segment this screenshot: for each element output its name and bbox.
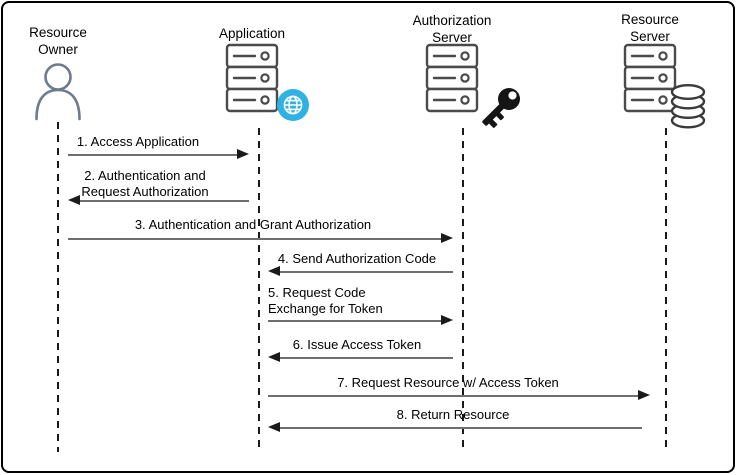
message-label-line: 5. Request Code — [268, 285, 366, 300]
message-arrow-line — [279, 427, 642, 429]
message-label: 3. Authentication and Grant Authorizatio… — [135, 217, 371, 233]
message-label-line: Exchange for Token — [268, 301, 383, 316]
message-arrowhead — [237, 149, 249, 159]
message-arrowhead — [441, 315, 453, 325]
message-label-line: Request Authorization — [81, 184, 209, 199]
message-arrowhead — [68, 195, 80, 205]
message-arrowhead — [268, 352, 280, 362]
message-arrow-line — [68, 154, 238, 156]
message-label-line: 1. Access Application — [76, 134, 200, 149]
message-label: 6. Issue Access Token — [293, 337, 421, 353]
lifeline-resource-owner — [57, 122, 59, 452]
message-label-line: 4. Send Authorization Code — [277, 251, 437, 266]
message-arrow-line — [68, 238, 442, 240]
message-arrow-line — [268, 320, 442, 322]
actor-label-line: Authorization — [412, 13, 492, 28]
actor-label-line: Owner — [38, 42, 78, 57]
message-arrow-line — [268, 395, 639, 397]
actor-label-application: Application — [162, 25, 342, 42]
actor-label-line: Server — [432, 30, 472, 45]
message-arrowhead — [441, 233, 453, 243]
actor-label-line: Resource — [29, 25, 87, 40]
actor-label-line: Application — [218, 26, 286, 41]
message-label: 1. Access Application — [77, 134, 199, 150]
actor-label-line: Server — [630, 29, 670, 44]
message-arrow-line — [79, 200, 249, 202]
message-label-line: 8. Return Resource — [396, 407, 510, 422]
lifeline-authorization-server — [462, 128, 464, 452]
message-arrowhead — [268, 266, 280, 276]
message-arrowhead — [268, 422, 280, 432]
message-label-line: 2. Authentication and — [84, 168, 206, 183]
message-label-line: 3. Authentication and Grant Authorizatio… — [134, 217, 372, 232]
server-icon — [225, 43, 279, 113]
message-arrow-line — [279, 357, 453, 359]
lifeline-application — [258, 128, 260, 452]
actor-label-line: Resource — [621, 12, 679, 27]
message-label: 4. Send Authorization Code — [278, 251, 436, 267]
message-arrowhead — [638, 390, 650, 400]
message-label-line: 7. Request Resource w/ Access Token — [337, 375, 559, 390]
server-icon — [425, 43, 479, 113]
globe-icon — [277, 89, 309, 121]
message-label: 8. Return Resource — [397, 407, 510, 423]
database-icon — [670, 83, 706, 129]
message-arrow-line — [279, 271, 453, 273]
message-label-line: 6. Issue Access Token — [292, 337, 422, 352]
key-icon — [482, 88, 520, 128]
server-icon — [623, 43, 677, 113]
person-icon — [35, 63, 81, 121]
message-label: 7. Request Resource w/ Access Token — [337, 375, 559, 391]
lifeline-resource-server — [665, 128, 667, 452]
